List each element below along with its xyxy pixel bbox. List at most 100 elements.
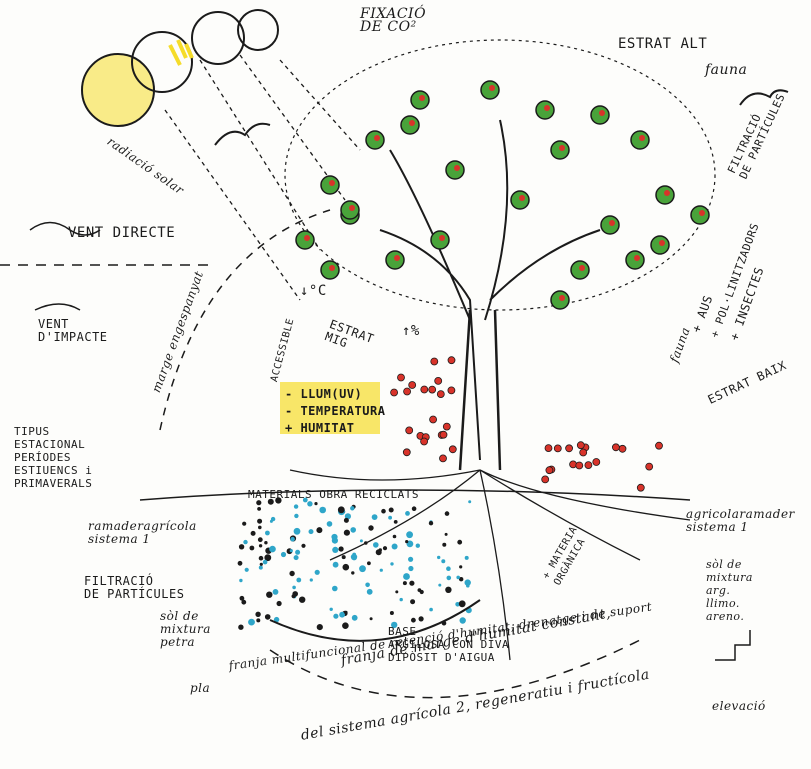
flower-dot	[618, 444, 627, 453]
gravel-dot	[379, 568, 383, 572]
fruit-spot	[634, 255, 640, 261]
gravel-dot	[238, 544, 245, 550]
gravel-dot	[444, 532, 448, 536]
gravel-dot	[267, 498, 274, 505]
gravel-dot	[351, 614, 358, 621]
flower-dot	[565, 444, 573, 453]
gravel-dot	[290, 536, 295, 542]
fruit-spot	[544, 105, 550, 111]
gravel-dot	[369, 617, 373, 621]
llum-label: - LLUM(UV)	[285, 387, 363, 401]
radiation-arrows	[164, 54, 361, 301]
gravel-dot	[455, 602, 460, 607]
tipus-label: TIPUS ESTACIONAL PERÍODES ESTIUENCS i PR…	[14, 425, 93, 490]
gravel-dot	[417, 588, 422, 592]
gravel-dot	[393, 520, 398, 524]
flower-dot	[420, 437, 429, 446]
gravel-dot	[343, 517, 349, 523]
gravel-dot	[265, 530, 270, 536]
gravel-dot	[341, 555, 346, 560]
humitat-label: + HUMITAT	[285, 421, 355, 435]
base-label: BASE ARGILOSA CON DIVA DIPÒSIT D'AIGUA	[388, 625, 510, 664]
gravel-dot	[399, 597, 403, 602]
fruit-spot	[349, 205, 355, 211]
gravel-dot	[402, 581, 407, 586]
fruit-spot	[519, 195, 525, 201]
gravel-dot	[257, 537, 263, 543]
gravel-dot	[409, 580, 415, 586]
flower-dot	[576, 441, 585, 450]
gravel-dot	[392, 534, 397, 539]
gravel-dots	[237, 356, 663, 631]
fruit-spot	[639, 135, 645, 141]
flower-dot	[448, 445, 457, 454]
gravel-dot	[257, 507, 261, 511]
gravel-dot	[269, 545, 276, 553]
gravel-dot	[415, 543, 420, 548]
ramader-label: ramaderagrícola sistema 1	[88, 519, 197, 546]
gravel-dot	[371, 514, 378, 520]
gravel-dot	[326, 521, 333, 527]
gravel-dot	[378, 548, 382, 552]
gravel-dot	[296, 577, 302, 583]
fruit-spot	[304, 235, 310, 241]
gravel-dot	[237, 560, 243, 566]
gravel-dot	[388, 515, 392, 520]
fruit-spot	[599, 110, 605, 116]
gravel-dot	[238, 624, 244, 630]
flower-dot	[592, 458, 601, 466]
gravel-dot	[289, 549, 293, 553]
fruit-spot	[659, 240, 665, 246]
flower-dot	[403, 387, 412, 396]
flower-dot	[436, 390, 445, 399]
gravel-dot	[459, 565, 463, 569]
root-icon	[289, 469, 691, 661]
gravel-dot	[408, 565, 414, 572]
gravel-dot	[293, 555, 299, 561]
fauna-top-label: fauna	[705, 62, 748, 78]
flower-dot	[544, 444, 553, 453]
flower-dot	[434, 376, 443, 385]
gravel-dot	[442, 542, 447, 547]
outer-arc	[159, 209, 331, 431]
flower-dot	[428, 385, 437, 394]
fixacio-label: FIXACIÓ DE CO²	[360, 6, 427, 35]
fruit-spot	[489, 85, 495, 91]
gravel-dot	[289, 570, 295, 577]
gravel-dot	[308, 529, 314, 535]
gravel-dot	[314, 502, 318, 506]
gravel-dot	[359, 565, 366, 573]
gravel-dot	[301, 543, 306, 548]
gravel-dot	[405, 540, 409, 544]
bird-icon	[739, 89, 789, 106]
agricola-label: agricolaramader sistema 1	[686, 507, 795, 534]
gravel-dot	[258, 525, 262, 530]
bird-icon	[214, 122, 271, 146]
gravel-dot	[338, 546, 344, 552]
gravel-dot	[292, 591, 299, 597]
flower-dot	[439, 430, 448, 439]
flower-dot	[408, 381, 417, 389]
gravel-dot	[272, 589, 279, 595]
gravel-dot	[368, 525, 374, 531]
gravel-dot	[294, 513, 299, 519]
fruit-spot	[394, 255, 400, 261]
fruit-icon	[295, 80, 710, 310]
gravel-dot	[302, 497, 308, 503]
gravel-dot	[429, 607, 433, 612]
flower-dot	[645, 462, 654, 471]
gravel-dot	[342, 563, 350, 571]
gravel-dot	[408, 556, 414, 562]
fruit-spot	[419, 95, 425, 101]
flower-dot	[420, 385, 429, 394]
fruit-spot	[559, 145, 565, 151]
gravel-dot	[242, 521, 247, 526]
gravel-dot	[257, 518, 263, 524]
temperatura-label: - TEMPERATURA	[285, 404, 386, 418]
gravel-dot	[239, 578, 243, 583]
flower-dot	[402, 448, 411, 457]
gravel-dot	[256, 618, 261, 623]
gravel-dot	[316, 527, 323, 534]
gravel-dot	[395, 590, 399, 594]
